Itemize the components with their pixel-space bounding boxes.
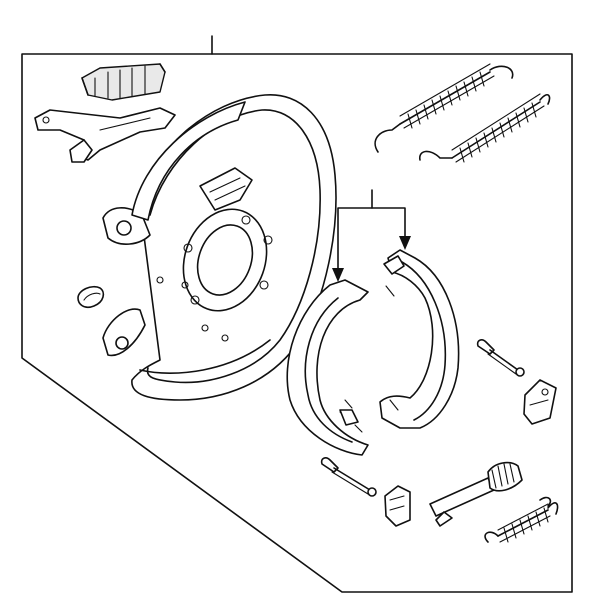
- adjuster-assembly: [429, 461, 523, 527]
- callout-frame: [21, 35, 573, 593]
- hold-down-pin-lower: [320, 457, 377, 497]
- cable-clips: [81, 63, 166, 101]
- return-springs: [374, 63, 551, 163]
- lever-bracket: [34, 107, 176, 163]
- backing-plate: [102, 94, 337, 401]
- adjuster-spring: [484, 496, 559, 543]
- brake-shoe-left: [286, 279, 369, 456]
- hold-down-pin-upper: [476, 339, 525, 377]
- cable-clip-right: [523, 379, 557, 425]
- shoe-callout: [332, 189, 411, 282]
- plug: [77, 285, 105, 309]
- spring-clip-lower: [384, 485, 411, 527]
- brake-shoe-right: [379, 249, 460, 429]
